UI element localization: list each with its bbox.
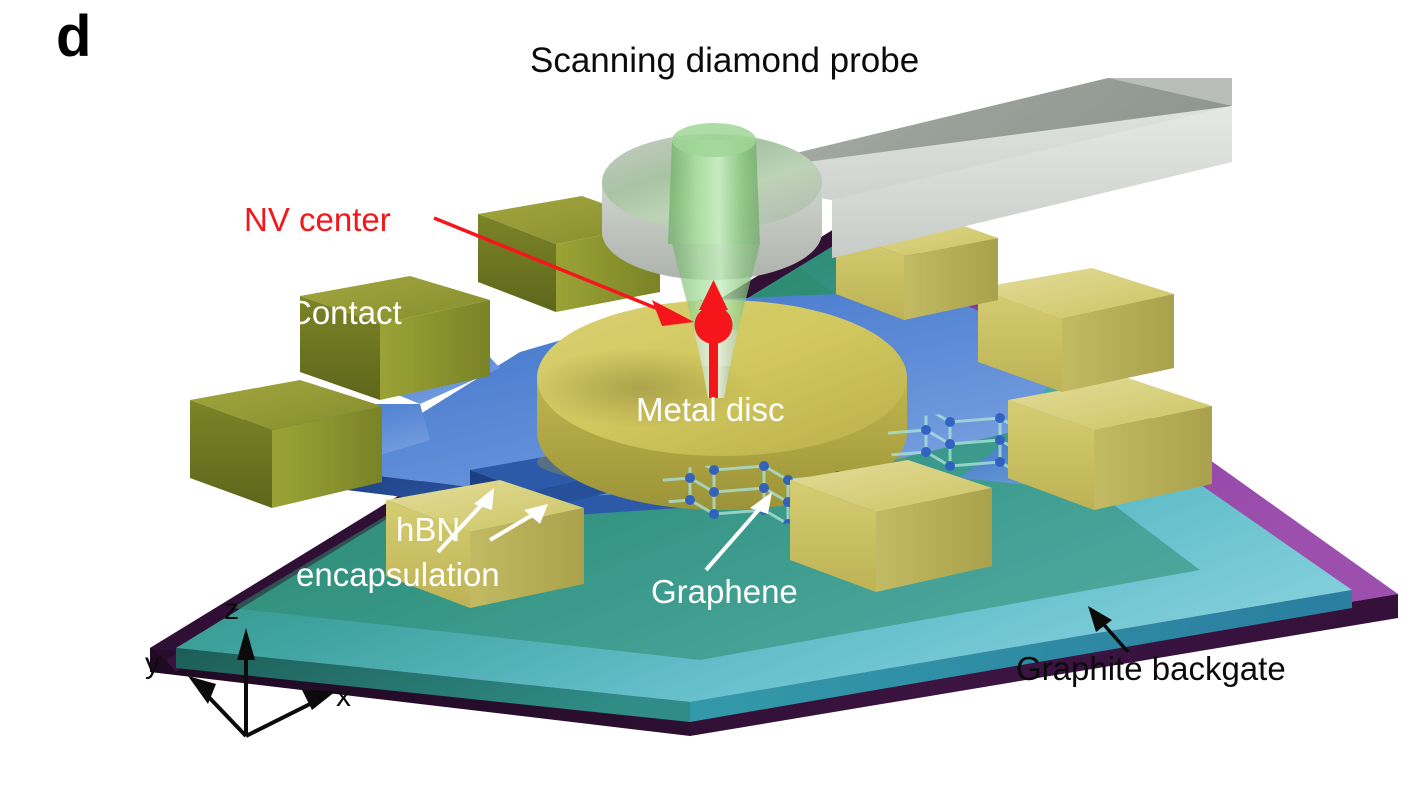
hbn-label-line2: encapsulation [296,556,500,593]
axis-label-z: z [224,593,239,626]
graphite-backgate-label: Graphite backgate [1016,650,1286,687]
contact-electrode [790,460,992,592]
axis-label-y: y [145,647,160,680]
contact-electrode [300,276,490,400]
graphene-leader-arrow [704,492,772,572]
hbn-label-line1: hBN [396,511,461,548]
graphite-backgate-leader-arrow [1088,606,1130,654]
figure-title: Scanning diamond probe [530,41,920,80]
metal-disc-label: Metal disc [636,391,785,428]
nv-center-label: NV center [244,201,391,238]
hbn-leader-arrows [436,488,548,554]
coordinate-axes [188,628,336,738]
panel-label: d [56,4,91,69]
contact-electrode [1008,378,1212,510]
contact-label: Contact [288,294,402,331]
contact-electrode [190,380,382,508]
contact-electrode [978,268,1174,392]
axis-label-x: x [336,680,351,713]
nv-center-spin [694,280,733,398]
nv-center-leader-line [433,216,694,326]
graphene-label: Graphene [651,573,798,610]
